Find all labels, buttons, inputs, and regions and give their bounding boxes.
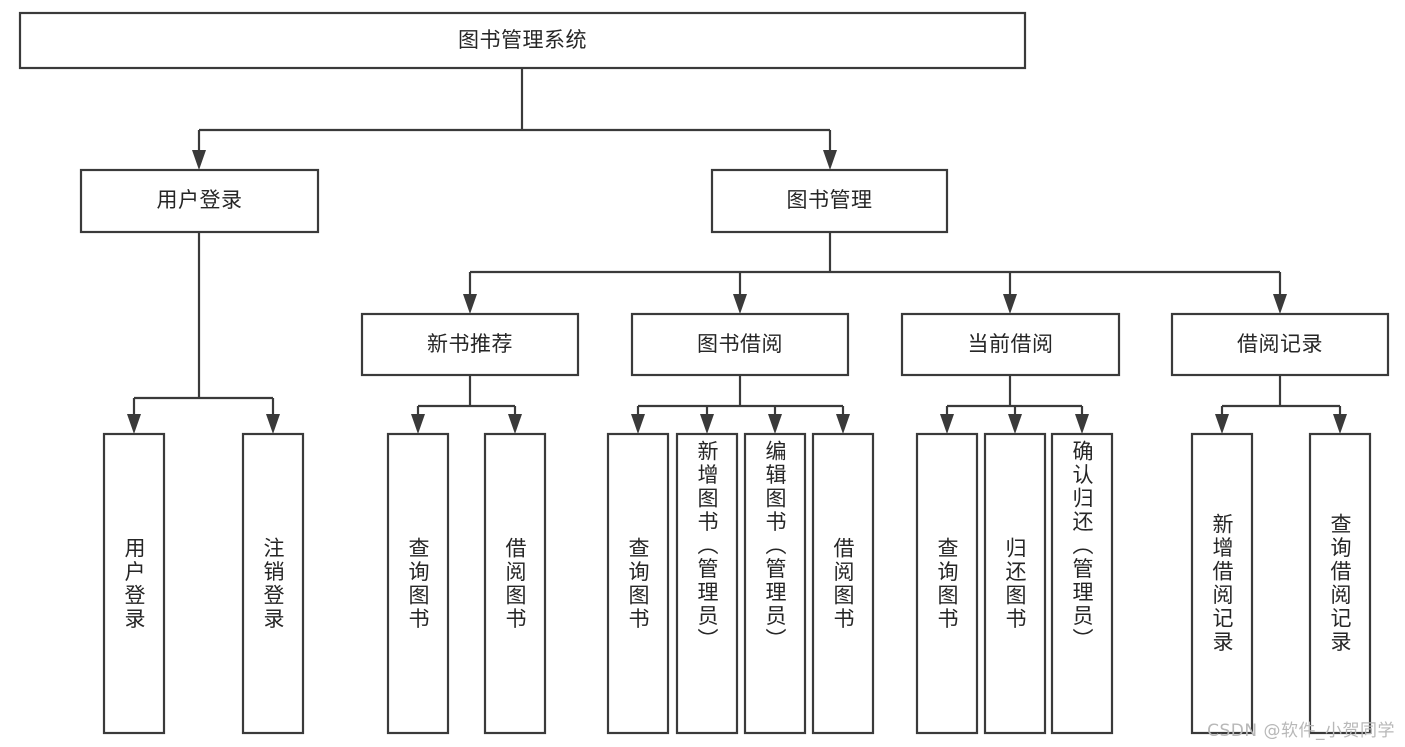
arrow-head-book-borrow [733, 294, 747, 314]
node-box-root[interactable] [18, 11, 1027, 70]
node-box-leaf-query-book-3[interactable] [915, 432, 979, 735]
node-box-leaf-user-login[interactable] [102, 432, 166, 735]
arrow-head-leaf-query-book-2 [631, 414, 645, 434]
arrow-head-leaf-confirm-return [1075, 414, 1089, 434]
node-box-leaf-borrow-book-2[interactable] [811, 432, 875, 735]
arrow-head-new-book-recommend [463, 294, 477, 314]
node-box-leaf-confirm-return[interactable] [1050, 432, 1114, 735]
node-box-leaf-user-logout[interactable] [241, 432, 305, 735]
node-box-borrow-record[interactable] [1170, 312, 1390, 377]
arrow-head-book-management [823, 150, 837, 170]
node-box-leaf-query-record[interactable] [1308, 432, 1372, 735]
node-box-user-login[interactable] [79, 168, 320, 234]
arrow-head-leaf-query-book-3 [940, 414, 954, 434]
arrow-head-leaf-user-login [127, 414, 141, 434]
arrow-head-leaf-borrow-book-2 [836, 414, 850, 434]
arrow-head-leaf-borrow-book-1 [508, 414, 522, 434]
node-box-leaf-add-book[interactable] [675, 432, 739, 735]
arrow-head-leaf-add-book [700, 414, 714, 434]
node-box-new-book-recommend[interactable] [360, 312, 580, 377]
node-box-leaf-add-record[interactable] [1190, 432, 1254, 735]
node-box-leaf-borrow-book-1[interactable] [483, 432, 547, 735]
arrow-head-leaf-edit-book [768, 414, 782, 434]
arrow-head-leaf-return-book [1008, 414, 1022, 434]
arrow-head-leaf-query-book-1 [411, 414, 425, 434]
arrow-head-leaf-query-record [1333, 414, 1347, 434]
arrow-head-leaf-user-logout [266, 414, 280, 434]
node-box-leaf-edit-book[interactable] [743, 432, 807, 735]
arrow-head-leaf-add-record [1215, 414, 1229, 434]
watermark-text: CSDN @软件_小贺同学 [1207, 721, 1395, 741]
node-box-leaf-return-book[interactable] [983, 432, 1047, 735]
arrow-head-current-borrow [1003, 294, 1017, 314]
node-box-leaf-query-book-2[interactable] [606, 432, 670, 735]
node-box-current-borrow[interactable] [900, 312, 1121, 377]
node-box-leaf-query-book-1[interactable] [386, 432, 450, 735]
arrow-head-user-login [192, 150, 206, 170]
node-box-book-borrow[interactable] [630, 312, 850, 377]
node-box-book-management[interactable] [710, 168, 949, 234]
arrow-head-borrow-record [1273, 294, 1287, 314]
